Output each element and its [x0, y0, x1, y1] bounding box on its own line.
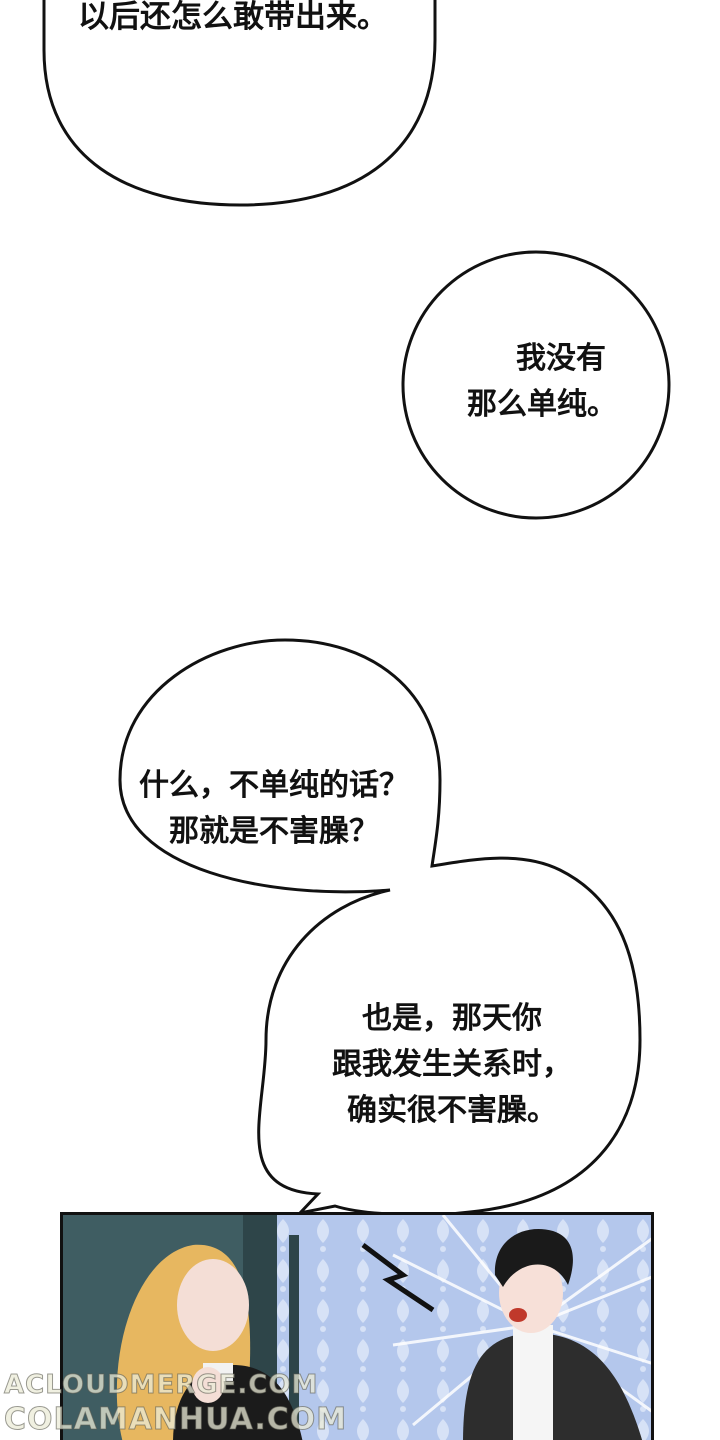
- bubble-line: 那么单纯。: [467, 387, 617, 422]
- connected-bubble-shape: [118, 638, 642, 1217]
- right-bubble-shape: [401, 250, 671, 520]
- panel-illustration: [63, 1215, 651, 1440]
- watermark-line-2: COLAMANHUA.COM: [3, 1402, 348, 1438]
- top-bubble-shape: [42, 0, 437, 207]
- comic-panel: [60, 1212, 654, 1440]
- right-bubble-text: 我没有 那么单纯。: [462, 336, 622, 428]
- top-bubble-text: 以后还怎么敢带出来。: [78, 0, 388, 40]
- bubble-line: 以后还怎么敢带出来。: [78, 0, 388, 35]
- bubble-line: 那就是不害臊？: [169, 814, 379, 849]
- bubble-line: 也是，那天你: [362, 1001, 542, 1036]
- watermark-line-1: ACLOUDMERGE.COM: [3, 1370, 319, 1401]
- bubble-line: 什么，不单纯的话？: [139, 768, 409, 803]
- bubble-line: 跟我发生关系时，: [332, 1047, 572, 1082]
- bubble-line: 确实很不害臊。: [347, 1093, 557, 1128]
- reply-bubble-text: 也是，那天你 跟我发生关系时， 确实很不害臊。: [322, 996, 582, 1134]
- question-bubble-text: 什么，不单纯的话？ 那就是不害臊？: [124, 763, 424, 855]
- bubble-line: 我没有: [516, 341, 606, 376]
